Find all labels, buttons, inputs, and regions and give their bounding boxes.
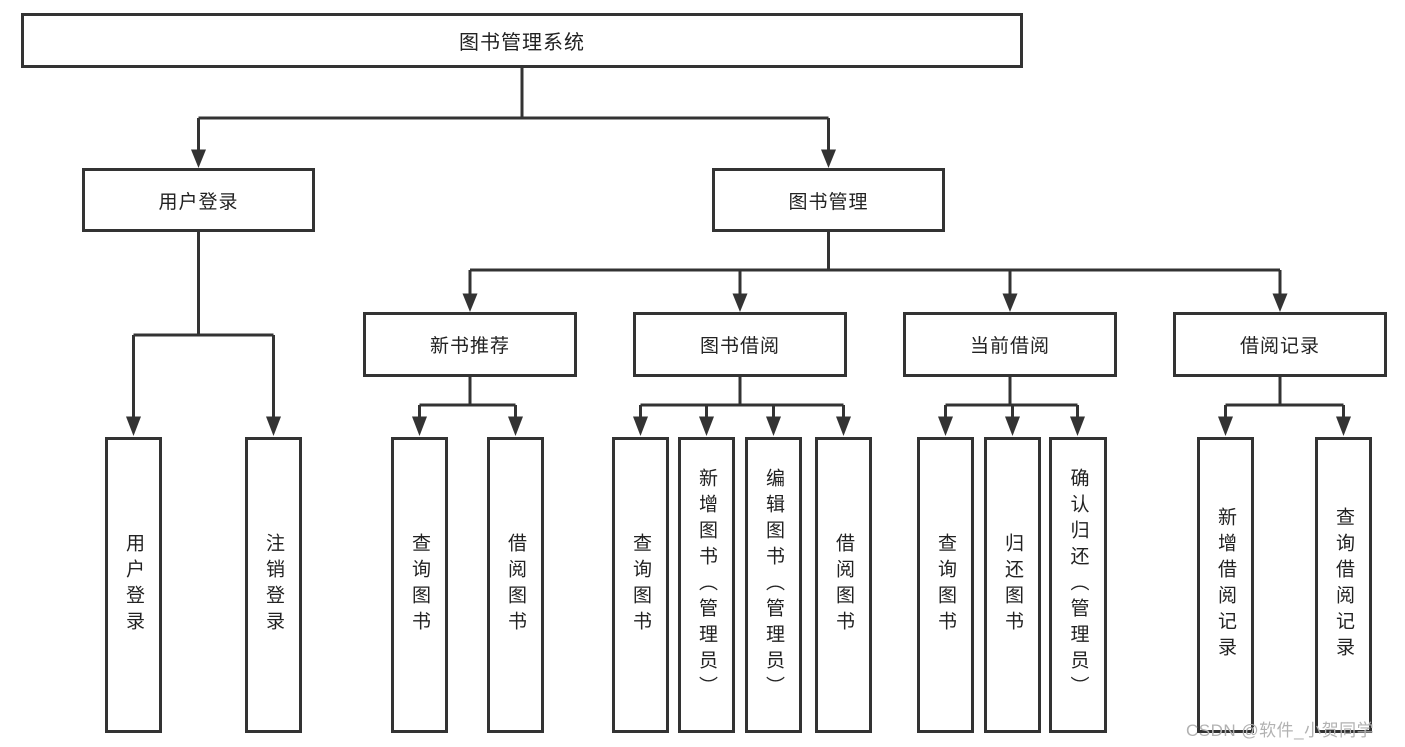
node-label: 图书借阅: [699, 336, 780, 357]
node-user-login: 用户登录: [82, 168, 315, 232]
leaf-label: 借阅图书: [833, 533, 854, 637]
leaf-recommend-query-books: 查询图书: [391, 437, 448, 733]
node-label: 图书管理: [788, 191, 869, 213]
node-label: 用户登录: [158, 191, 239, 213]
leaf-label: 编辑图书（管理员）: [763, 468, 784, 702]
node-label: 当前借阅: [969, 336, 1050, 357]
leaf-current-return-books: 归还图书: [984, 437, 1041, 733]
node-label: 图书管理系统: [459, 32, 585, 54]
node-label: 借阅记录: [1239, 336, 1320, 357]
node-book-management: 图书管理: [712, 168, 945, 232]
leaf-records-query-record: 查询借阅记录: [1315, 437, 1372, 733]
leaf-current-confirm-return-admin: 确认归还（管理员）: [1049, 437, 1107, 733]
leaf-label: 新增图书（管理员）: [696, 468, 717, 702]
leaf-label: 归还图书: [1002, 533, 1023, 637]
node-library-management-system: 图书管理系统: [21, 13, 1023, 68]
leaf-label: 查询借阅记录: [1333, 507, 1354, 663]
leaf-borrowing-add-books-admin: 新增图书（管理员）: [678, 437, 735, 733]
leaf-label: 用户登录: [123, 533, 144, 637]
leaf-label: 查询图书: [409, 533, 430, 637]
leaf-logout: 注销登录: [245, 437, 302, 733]
node-borrowing-records: 借阅记录: [1173, 312, 1387, 377]
node-current-borrowing: 当前借阅: [903, 312, 1117, 377]
leaf-label: 查询图书: [630, 533, 651, 637]
leaf-borrowing-edit-books-admin: 编辑图书（管理员）: [745, 437, 802, 733]
node-new-book-recommendation: 新书推荐: [363, 312, 577, 377]
leaf-label: 注销登录: [263, 533, 284, 637]
leaf-label: 确认归还（管理员）: [1067, 468, 1089, 702]
leaf-label: 借阅图书: [505, 533, 526, 637]
leaf-label: 查询图书: [935, 533, 956, 637]
leaf-borrowing-borrow-books: 借阅图书: [815, 437, 872, 733]
leaf-borrowing-query-books: 查询图书: [612, 437, 669, 733]
node-book-borrowing: 图书借阅: [633, 312, 847, 377]
arrow-heads: [126, 149, 1351, 436]
leaf-label: 新增借阅记录: [1215, 507, 1236, 663]
leaf-current-query-books: 查询图书: [917, 437, 974, 733]
connector-strokes: [132, 66, 1345, 418]
csdn-watermark: CSDN @软件_小贺同学: [1186, 721, 1375, 740]
leaf-user-login: 用户登录: [105, 437, 162, 733]
node-label: 新书推荐: [429, 336, 510, 357]
leaf-records-add-record: 新增借阅记录: [1197, 437, 1254, 733]
leaf-recommend-borrow-books: 借阅图书: [487, 437, 544, 733]
